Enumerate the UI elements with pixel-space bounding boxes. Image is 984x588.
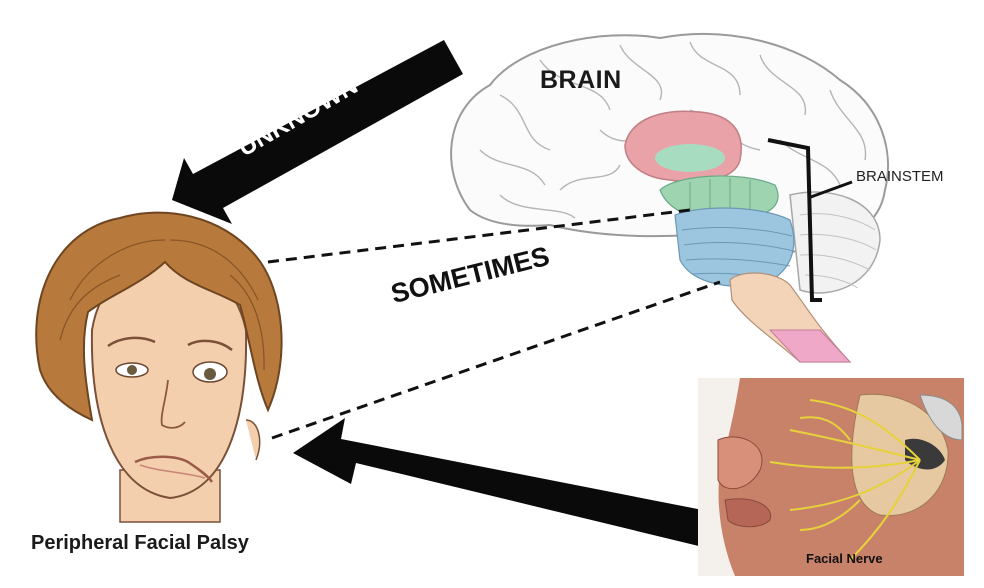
nerve-caption: Facial Nerve	[806, 551, 883, 566]
brain-illustration	[451, 34, 888, 362]
sometimes-connector-lines	[268, 210, 720, 438]
brain-label: BRAIN	[540, 66, 622, 95]
face-caption: Peripheral Facial Palsy	[31, 532, 249, 555]
brainstem-label: BRAINSTEM	[856, 168, 944, 185]
face-illustration	[36, 213, 281, 522]
unknown-arrow	[172, 40, 463, 224]
facial-nerve-illustration	[698, 378, 964, 576]
